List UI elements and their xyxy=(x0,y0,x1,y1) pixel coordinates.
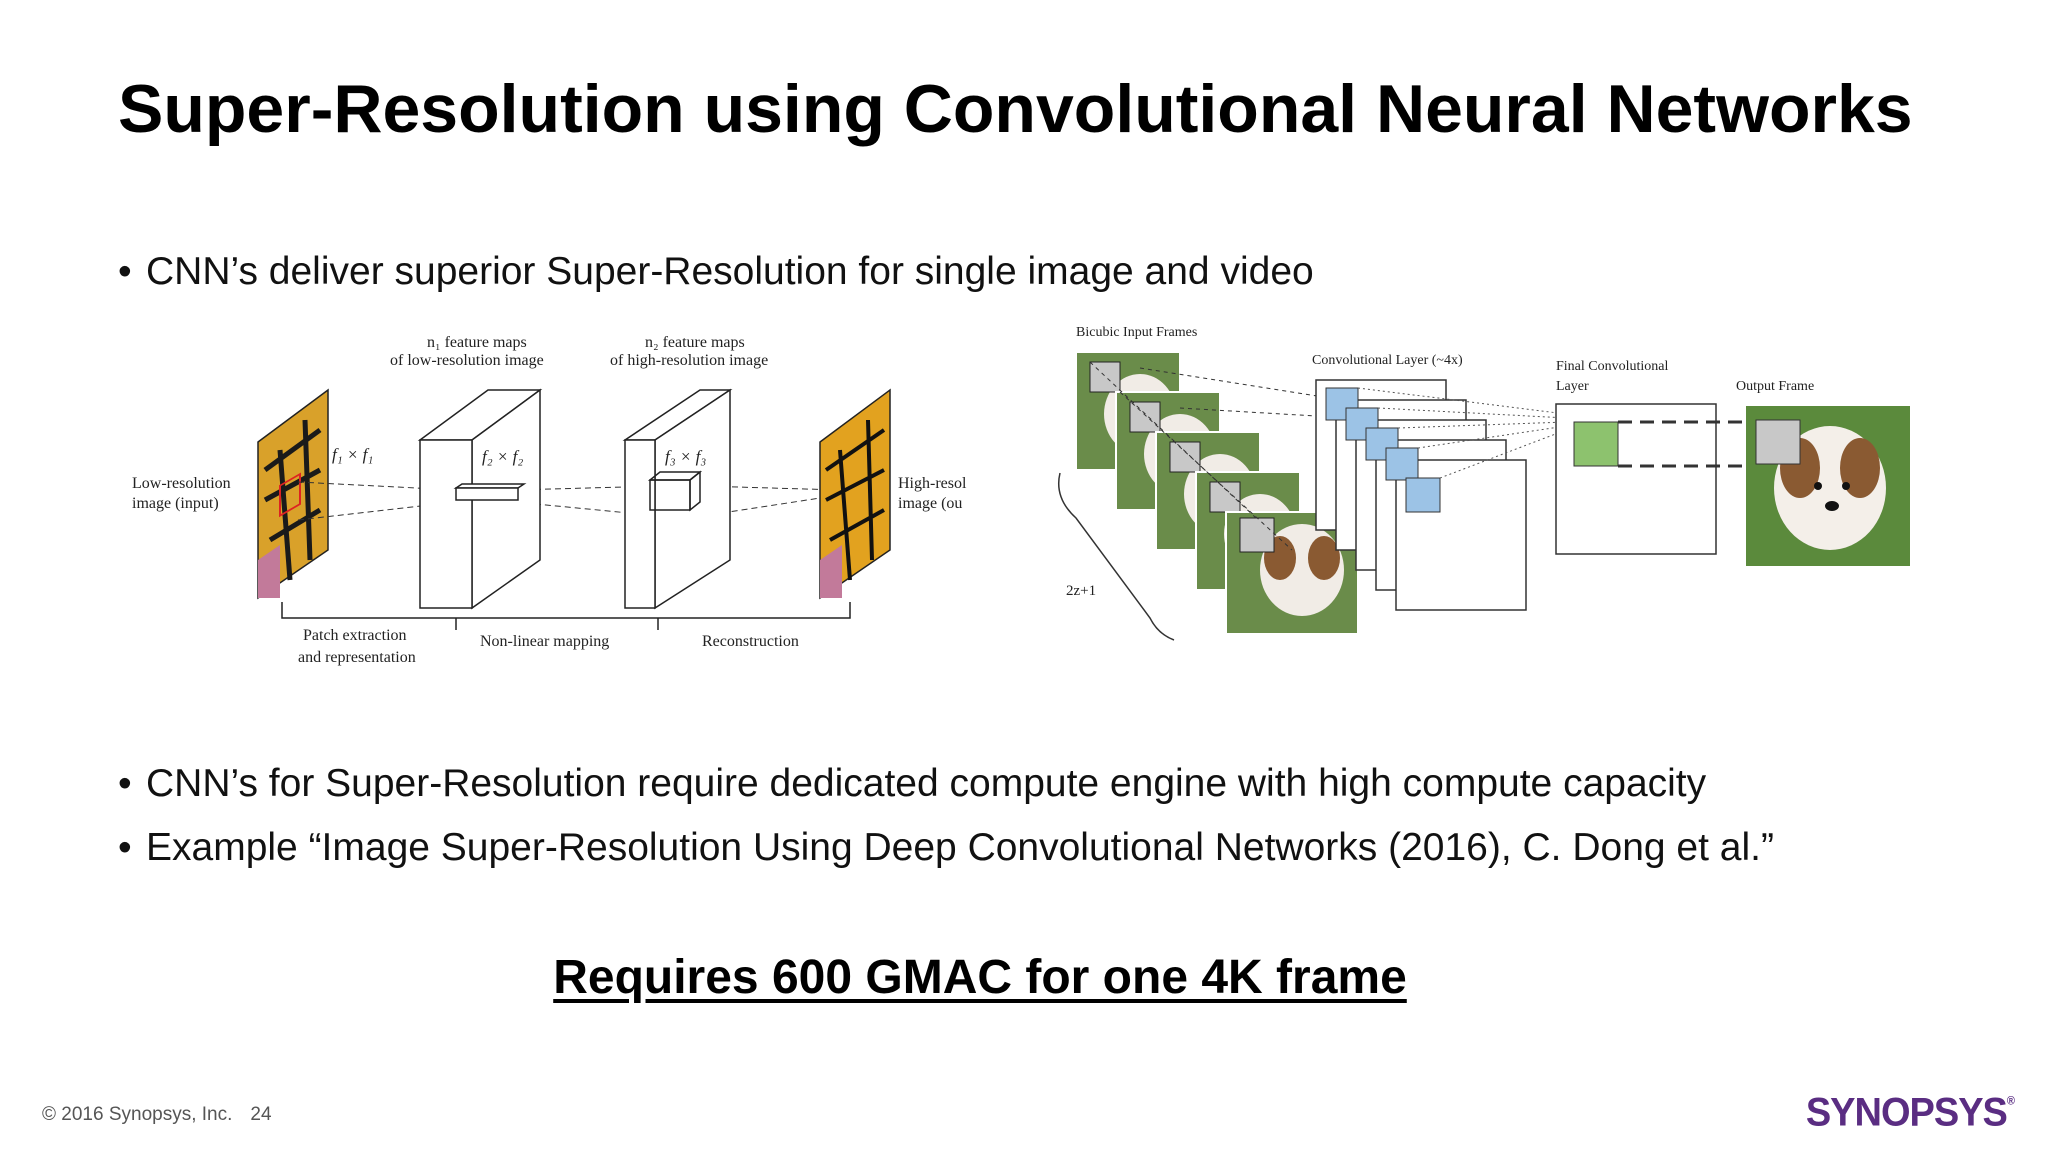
input-butterfly-image xyxy=(257,388,329,600)
frame-projection-lines xyxy=(1089,361,1351,551)
conv-projection-lines xyxy=(1357,387,1567,479)
slide-title: Super-Resolution using Convolutional Neu… xyxy=(118,71,1913,147)
output-frame-image xyxy=(1746,406,1910,566)
bullet-symbol: • xyxy=(118,826,132,869)
output-label-line1: High-resol xyxy=(898,475,967,492)
compute-requirement-text: Requires 600 GMAC for one 4K frame xyxy=(553,951,1407,1004)
stage-patch-extraction-line1: Patch extraction xyxy=(303,627,407,644)
bicubic-input-label: Bicubic Input Frames xyxy=(1076,325,1197,340)
bullet-text: CNN’s for Super-Resolution require dedic… xyxy=(146,762,1707,805)
stage-reconstruction: Reconstruction xyxy=(702,633,799,650)
slide-footer: © 2016 Synopsys, Inc. 24 xyxy=(42,1104,272,1126)
conv-layer-label: Convolutional Layer (~4x) xyxy=(1312,353,1463,368)
stage-bracket xyxy=(281,602,851,630)
bullet-item: • Example “Image Super-Resolution Using D… xyxy=(118,826,1774,870)
bullet-symbol: • xyxy=(118,762,132,805)
input-label-line2: image (input) xyxy=(132,495,219,512)
f1-label: f₁ × f₁ xyxy=(332,445,373,464)
output-frame-label: Output Frame xyxy=(1736,379,1814,394)
f2-label: f₂ × f₂ xyxy=(482,447,523,466)
feature-block-2 xyxy=(622,388,733,610)
bullet-text: CNN’s deliver superior Super-Resolution … xyxy=(146,250,1314,293)
final-conv-label-line1: Final Convolutional xyxy=(1556,359,1669,374)
output-butterfly-image xyxy=(819,388,891,600)
video-sr-diagram: Bicubic Input Frames Convolutional Layer… xyxy=(1058,325,1910,641)
output-label-line2: image (ou xyxy=(898,495,962,512)
bullet-text: Example “Image Super-Resolution Using De… xyxy=(146,826,1774,869)
srcnn-diagram: Low-resolution image (input) f₁ × f₁ n₁ … xyxy=(132,334,967,666)
f3-label: f₃ × f₃ xyxy=(665,447,706,466)
frames-count-label: 2z+1 xyxy=(1066,583,1096,599)
copyright-text: © 2016 Synopsys, Inc. xyxy=(42,1104,233,1125)
n1-label-line1: n₁ feature maps xyxy=(427,334,527,351)
logo-registered-mark: ® xyxy=(2006,1095,2015,1108)
input-label-line1: Low-resolution xyxy=(132,475,231,492)
bullet-item: • CNN’s deliver superior Super-Resolution… xyxy=(118,250,1314,294)
conv-patches xyxy=(1325,387,1441,513)
logo-text: SYNOPSYS xyxy=(1805,1090,2008,1136)
synopsys-logo: SYNOPSYS® xyxy=(1805,1090,2015,1136)
bullet-item: • CNN’s for Super-Resolution require dedi… xyxy=(118,762,1706,806)
final-conv-label-line2: Layer xyxy=(1556,379,1589,394)
stage-non-linear-mapping: Non-linear mapping xyxy=(480,633,609,650)
bullet-symbol: • xyxy=(118,250,132,293)
frames-brace xyxy=(1058,472,1175,641)
page-number: 24 xyxy=(250,1104,272,1125)
feature-block-1 xyxy=(417,388,543,610)
n2-label-line1: n₂ feature maps xyxy=(645,334,745,351)
n1-label-line2: of low-resolution image xyxy=(390,352,544,369)
final-conv-patch xyxy=(1573,421,1619,467)
compute-requirement-callout: Requires 600 GMAC for one 4K frame xyxy=(0,950,2048,1005)
stage-patch-extraction-line2: and representation xyxy=(298,649,416,666)
n2-label-line2: of high-resolution image xyxy=(610,352,768,369)
projection-lines xyxy=(297,481,841,521)
